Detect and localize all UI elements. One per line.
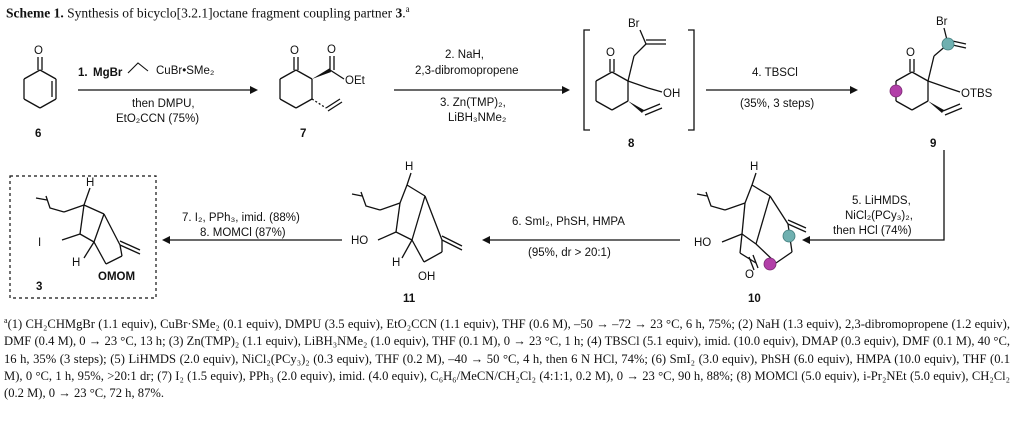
- compound-9-otbs: OTBS: [961, 88, 993, 100]
- compound-3-iodine: I: [38, 237, 41, 249]
- compound-10-ketone-o: O: [745, 269, 754, 281]
- footnote-mark: a: [4, 316, 8, 325]
- compound-11-ho: HO: [351, 235, 368, 247]
- teal-atom-marker: [941, 37, 955, 51]
- compound-10-h: H: [750, 161, 758, 173]
- arrow-step-5: [810, 150, 945, 241]
- compound-7-label: 7: [300, 128, 306, 140]
- compound-7-ester-o: O: [327, 44, 336, 56]
- target-compound-box: [9, 175, 157, 299]
- compound-11-oh: OH: [418, 271, 435, 283]
- step-6-line2: (95%, dr > 20:1): [528, 247, 611, 259]
- compound-9-ketone-o: O: [906, 47, 915, 59]
- step-5-line3: then HCl (74%): [833, 225, 912, 237]
- reaction-scheme: O 6 1. MgBr CuBr•SMe₂ then DMPU, EtO₂CCN…: [9, 16, 993, 305]
- compound-10-structure: H HO O: [694, 161, 807, 281]
- compound-7-oet: OEt: [345, 75, 366, 87]
- step-2-line2: 2,3-dibromopropene: [415, 65, 519, 77]
- compound-11-h-top: H: [405, 161, 413, 173]
- step-6-line1: 6. SmI₂, PhSH, HMPA: [512, 216, 625, 228]
- compound-3-h-bottom: H: [72, 257, 80, 269]
- scheme-title: Scheme 1. Synthesis of bicyclo[3.2.1]oct…: [6, 4, 410, 21]
- step-1-mander: EtO₂CCN (75%): [116, 113, 199, 125]
- step-7-line: 7. I₂, PPh₃, imid. (88%): [182, 212, 300, 224]
- compound-11-label: 11: [403, 293, 416, 305]
- step-1-dmpu: then DMPU,: [132, 98, 195, 110]
- compound-8-oh: OH: [663, 88, 680, 100]
- compound-3-omom: OMOM: [98, 271, 135, 283]
- step-4-line1: 4. TBSCl: [752, 67, 798, 79]
- footnote-text: (1) CH₂CHMgBr (1.1 equiv), CuBr·SMe₂ (0.…: [4, 317, 1010, 400]
- compound-3-label: 3: [36, 281, 42, 293]
- step-3-line2: LiBH₃NMe₂: [448, 112, 506, 124]
- compound-10-ho: HO: [694, 237, 711, 249]
- compound-3-structure: H H I OMOM: [35, 177, 141, 283]
- compound-11-h-bottom: H: [392, 257, 400, 269]
- compound-9-br: Br: [936, 16, 948, 28]
- step-5-line1: 5. LiHMDS,: [852, 195, 911, 207]
- compound-7-structure: O O OEt: [279, 44, 366, 112]
- compound-7-ketone-o: O: [290, 45, 299, 57]
- pink-atom-marker: [889, 84, 903, 98]
- compound-6-label: 6: [35, 128, 41, 140]
- scheme-footnote-mark: a: [405, 4, 410, 14]
- bracket-right: [688, 29, 695, 131]
- step-2-line1: 2. NaH,: [445, 49, 484, 61]
- compound-8-ketone-o: O: [606, 47, 615, 59]
- scheme-label: Scheme 1.: [6, 5, 64, 21]
- compound-10-label: 10: [748, 293, 761, 305]
- step-1-copper: CuBr•SMe₂: [156, 65, 214, 77]
- compound-9-structure: O Br OTBS: [889, 16, 993, 116]
- scheme-title-text: Synthesis of bicyclo[3.2.1]octane fragme…: [67, 5, 393, 21]
- compound-3-h-top: H: [86, 177, 94, 189]
- bracket-left: [583, 29, 590, 131]
- step-3-line1: 3. Zn(TMP)₂,: [440, 97, 506, 109]
- step-8-line: 8. MOMCl (87%): [200, 227, 286, 239]
- step-5-line2: NiCl₂(PCy₃)₂,: [845, 210, 913, 222]
- compound-9-label: 9: [930, 138, 936, 150]
- step-1-grignard: MgBr: [93, 67, 123, 79]
- compound-8-label: 8: [628, 138, 635, 150]
- compound-6-structure: O: [23, 45, 57, 109]
- compound-8-br: Br: [628, 18, 640, 30]
- compound-6-oxygen: O: [34, 45, 43, 57]
- compound-11-structure: H H HO OH: [351, 161, 463, 283]
- scheme-footnote: a(1) CH₂CHMgBr (1.1 equiv), CuBr·SMe₂ (0…: [4, 312, 1010, 402]
- compound-8-structure: O Br OH: [595, 18, 680, 116]
- step-4-line2: (35%, 3 steps): [740, 98, 814, 110]
- scheme-target-number: 3: [395, 5, 403, 21]
- step-1-number: 1.: [78, 67, 88, 79]
